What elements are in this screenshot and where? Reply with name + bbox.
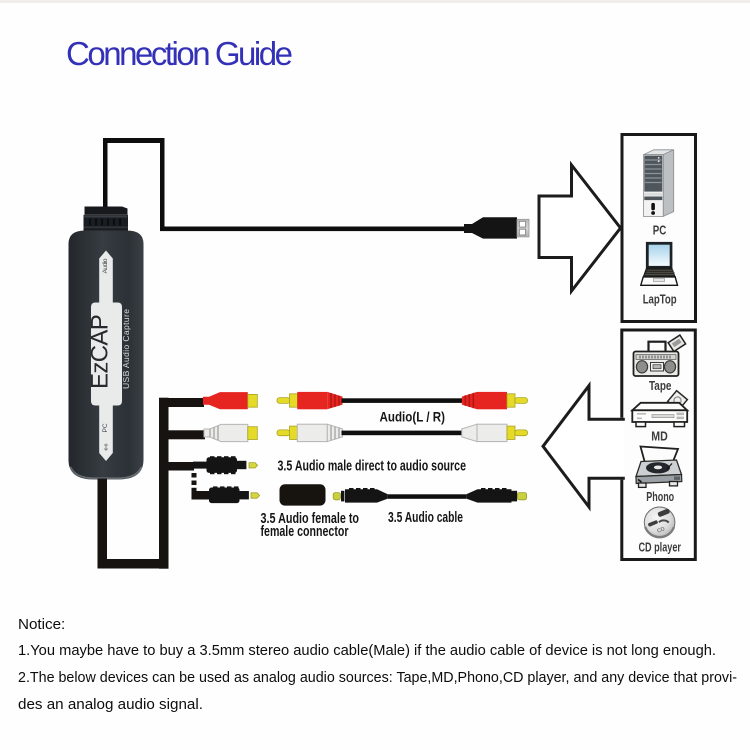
svg-text:2.The below devices can be use: 2.The below devices can be used as analo… [18,669,737,686]
svg-text:Connection Guide: Connection Guide [66,35,293,72]
svg-text:3.5 Audio cable: 3.5 Audio cable [388,510,463,526]
svg-text:USB Audio Capture: USB Audio Capture [121,309,131,389]
svg-text:CD player: CD player [638,540,681,554]
svg-text:Tape: Tape [649,379,672,393]
svg-text:CD: CD [656,526,666,535]
svg-text:PC: PC [102,423,109,432]
svg-text:des an analog audio signal.: des an analog audio signal. [18,696,203,713]
svg-text:3.5 Audio male direct to audio: 3.5 Audio male direct to audio source [278,458,467,474]
svg-text:LapTop: LapTop [643,292,677,307]
svg-text:Audio: Audio [102,258,109,273]
svg-text:Notice:: Notice: [18,616,65,633]
svg-text:Audio(L / R): Audio(L / R) [380,408,446,424]
svg-text:EzCAP: EzCAP [87,311,114,389]
svg-text:female connector: female connector [261,524,349,540]
svg-text:PC: PC [653,222,667,237]
svg-text:MD: MD [651,428,668,443]
svg-text:3.5 Audio female to: 3.5 Audio female to [261,511,360,527]
svg-text:Phono: Phono [646,490,674,504]
svg-text:1.You maybe have to buy a 3.5m: 1.You maybe have to buy a 3.5mm stereo a… [18,642,716,659]
